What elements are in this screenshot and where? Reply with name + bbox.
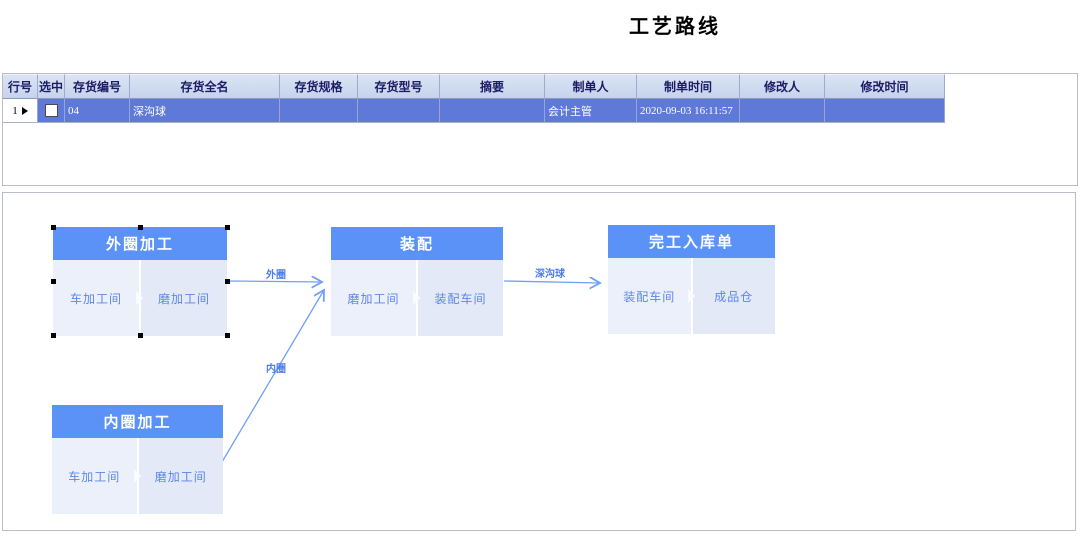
row-number-cell: 1 bbox=[3, 99, 38, 123]
node-body: 车加工间 磨加工间 bbox=[52, 438, 223, 514]
column-header-selected[interactable]: 选中 bbox=[38, 74, 65, 99]
column-header-row-no[interactable]: 行号 bbox=[3, 74, 38, 99]
flow-node-finished-goods-receipt[interactable]: 完工入库单 装配车间 成品仓 bbox=[608, 225, 775, 334]
selection-handle-s[interactable] bbox=[138, 333, 143, 338]
cell-inv-name[interactable]: 深沟球 bbox=[130, 99, 280, 123]
edge-label-outer-ring: 外圈 bbox=[266, 270, 286, 281]
selection-handle-ne[interactable] bbox=[225, 225, 230, 230]
edge-label-deep-groove-ball: 深沟球 bbox=[535, 269, 565, 280]
edge-label-inner-ring: 内圈 bbox=[266, 364, 286, 375]
node-cell-grinding-shop[interactable]: 磨加工间 bbox=[141, 260, 227, 336]
cell-modify-time[interactable] bbox=[825, 99, 945, 123]
row-number: 1 bbox=[12, 104, 18, 117]
node-cell-turning-shop[interactable]: 车加工间 bbox=[52, 438, 137, 514]
cell-inv-spec[interactable] bbox=[280, 99, 358, 123]
column-header-creator[interactable]: 制单人 bbox=[545, 74, 637, 99]
chevron-right-icon bbox=[413, 291, 421, 305]
node-body: 车加工间 磨加工间 bbox=[53, 260, 227, 336]
cell-summary[interactable] bbox=[440, 99, 545, 123]
column-header-create-time[interactable]: 制单时间 bbox=[637, 74, 740, 99]
node-title: 外圈加工 bbox=[53, 227, 227, 260]
node-cell-assembly-shop[interactable]: 装配车间 bbox=[418, 260, 503, 336]
selection-handle-n[interactable] bbox=[138, 225, 143, 230]
node-cell-assembly-shop[interactable]: 装配车间 bbox=[608, 258, 691, 334]
column-header-inv-model[interactable]: 存货型号 bbox=[358, 74, 440, 99]
column-header-summary[interactable]: 摘要 bbox=[440, 74, 545, 99]
flow-node-outer-ring-machining[interactable]: 外圈加工 车加工间 磨加工间 bbox=[53, 227, 227, 336]
column-header-modifier[interactable]: 修改人 bbox=[740, 74, 825, 99]
page-title: 工艺路线 bbox=[629, 16, 721, 38]
column-header-inv-code[interactable]: 存货编号 bbox=[65, 74, 130, 99]
cell-inv-code[interactable]: 04 bbox=[65, 99, 130, 123]
current-row-indicator-icon bbox=[21, 106, 28, 115]
selection-handle-w[interactable] bbox=[51, 279, 56, 284]
node-cell-finished-goods-warehouse[interactable]: 成品仓 bbox=[692, 258, 775, 334]
node-body: 磨加工间 装配车间 bbox=[331, 260, 503, 336]
selection-handle-e[interactable] bbox=[225, 279, 230, 284]
selection-handle-sw[interactable] bbox=[51, 333, 56, 338]
table-row[interactable]: 1 04 深沟球 会计主管 2020-09-03 16:11:57 bbox=[3, 99, 945, 123]
selection-handle-nw[interactable] bbox=[51, 225, 56, 230]
node-title: 内圈加工 bbox=[52, 405, 223, 438]
routing-grid: 行号 选中 存货编号 存货全名 存货规格 存货型号 摘要 制单人 制单时间 修改… bbox=[3, 74, 945, 123]
flow-node-inner-ring-machining[interactable]: 内圈加工 车加工间 磨加工间 bbox=[52, 405, 223, 514]
cell-modifier[interactable] bbox=[740, 99, 825, 123]
node-body: 装配车间 成品仓 bbox=[608, 258, 775, 334]
routing-list-panel: 行号 选中 存货编号 存货全名 存货规格 存货型号 摘要 制单人 制单时间 修改… bbox=[2, 73, 1078, 186]
selection-handle-se[interactable] bbox=[225, 333, 230, 338]
node-cell-grinding-shop[interactable]: 磨加工间 bbox=[138, 438, 223, 514]
column-header-inv-name[interactable]: 存货全名 bbox=[130, 74, 280, 99]
node-cell-turning-shop[interactable]: 车加工间 bbox=[53, 260, 139, 336]
row-select-checkbox[interactable] bbox=[44, 104, 58, 117]
cell-create-time[interactable]: 2020-09-03 16:11:57 bbox=[637, 99, 740, 123]
node-title: 装配 bbox=[331, 227, 503, 260]
node-cell-grinding-shop[interactable]: 磨加工间 bbox=[331, 260, 416, 336]
column-header-modify-time[interactable]: 修改时间 bbox=[825, 74, 945, 99]
chevron-right-icon bbox=[133, 469, 141, 483]
chevron-right-icon bbox=[136, 291, 144, 305]
flow-node-assembly[interactable]: 装配 磨加工间 装配车间 bbox=[331, 227, 503, 336]
cell-inv-model[interactable] bbox=[358, 99, 440, 123]
column-header-inv-spec[interactable]: 存货规格 bbox=[280, 74, 358, 99]
chevron-right-icon bbox=[687, 289, 695, 303]
grid-header-row: 行号 选中 存货编号 存货全名 存货规格 存货型号 摘要 制单人 制单时间 修改… bbox=[3, 74, 945, 99]
row-select-cell bbox=[38, 99, 65, 123]
node-title: 完工入库单 bbox=[608, 225, 775, 258]
cell-creator[interactable]: 会计主管 bbox=[545, 99, 637, 123]
